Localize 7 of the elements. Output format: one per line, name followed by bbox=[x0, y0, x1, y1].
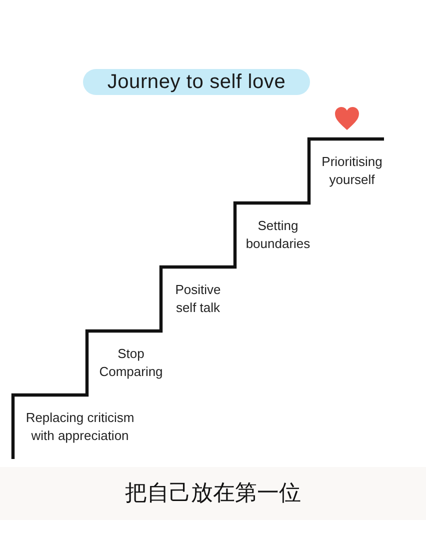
caption-banner: 把自己放在第一位 bbox=[0, 467, 426, 520]
step-label: Stop Comparing bbox=[98, 345, 164, 381]
step-label: Prioritising yourself bbox=[320, 153, 384, 189]
title-banner: Journey to self love bbox=[83, 69, 310, 95]
step-label: Setting boundaries bbox=[244, 217, 312, 253]
step-label: Positive self talk bbox=[174, 281, 222, 317]
step-label: Replacing criticism with appreciation bbox=[24, 409, 136, 445]
